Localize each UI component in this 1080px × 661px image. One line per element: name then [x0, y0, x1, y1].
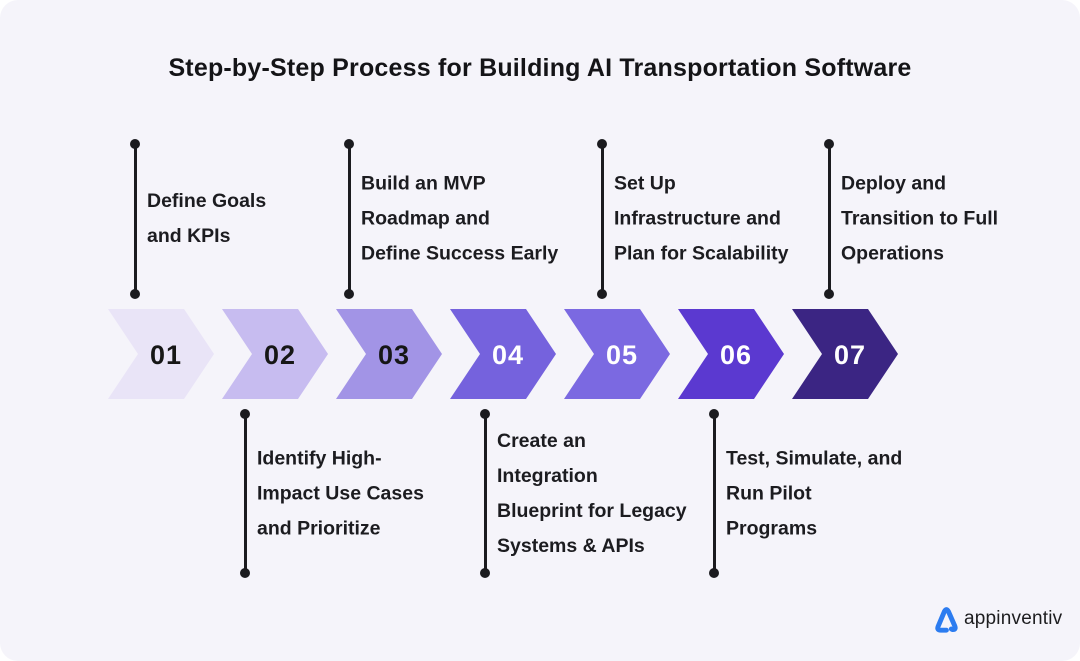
connector-line: [480, 409, 490, 578]
step-label-01: Define Goals and KPIs: [147, 190, 267, 247]
step-label-06: Test, Simulate, and Run Pilot Programs: [726, 447, 903, 539]
chevron-shape: [336, 309, 442, 399]
chevron-shape: [222, 309, 328, 399]
step-number: 05: [606, 340, 638, 370]
connector-line: [597, 139, 607, 299]
connector-line: [130, 139, 140, 299]
chevron-shape: [564, 309, 670, 399]
chevron-step-06: 06: [678, 309, 784, 399]
brand-name: appinventiv: [964, 608, 1063, 629]
logo-triangle: [935, 607, 958, 633]
process-arrow-strip: 01 02 03 04 05 06 07: [108, 309, 898, 399]
step-label-05: Set Up Infrastructure and Plan for Scala…: [614, 172, 789, 265]
page-title: Step-by-Step Process for Building AI Tra…: [168, 54, 912, 82]
step-label-03: Build an MVP Roadmap and Define Success …: [361, 172, 559, 265]
chevron-step-02: 02: [222, 309, 328, 399]
step-number: 02: [264, 340, 296, 370]
connector-line: [824, 139, 834, 299]
chevron-shape: [792, 309, 898, 399]
step-label-07: Deploy and Transition to Full Operations: [841, 172, 999, 265]
step-number: 01: [150, 340, 182, 370]
chevron-step-07: 07: [792, 309, 898, 399]
step-number: 07: [834, 340, 866, 370]
connector-line: [709, 409, 719, 578]
chevron-shape: [678, 309, 784, 399]
appinventiv-logo-icon: [935, 607, 958, 633]
step-label-04: Create an Integration Blueprint for Lega…: [497, 429, 687, 557]
step-number: 03: [378, 340, 410, 370]
connector-line: [240, 409, 250, 578]
step-number: 04: [492, 340, 524, 370]
brand-logo: appinventiv: [931, 605, 1062, 633]
chevron-step-04: 04: [450, 309, 556, 399]
step-number: 06: [720, 340, 752, 370]
chevron-step-03: 03: [336, 309, 442, 399]
chevron-step-05: 05: [564, 309, 670, 399]
chevron-shape: [450, 309, 556, 399]
step-label-02: Identify High- Impact Use Cases and Prio…: [257, 447, 424, 539]
connector-line: [344, 139, 354, 299]
chevron-step-01: 01: [108, 309, 214, 399]
chevron-shape: [108, 309, 214, 399]
